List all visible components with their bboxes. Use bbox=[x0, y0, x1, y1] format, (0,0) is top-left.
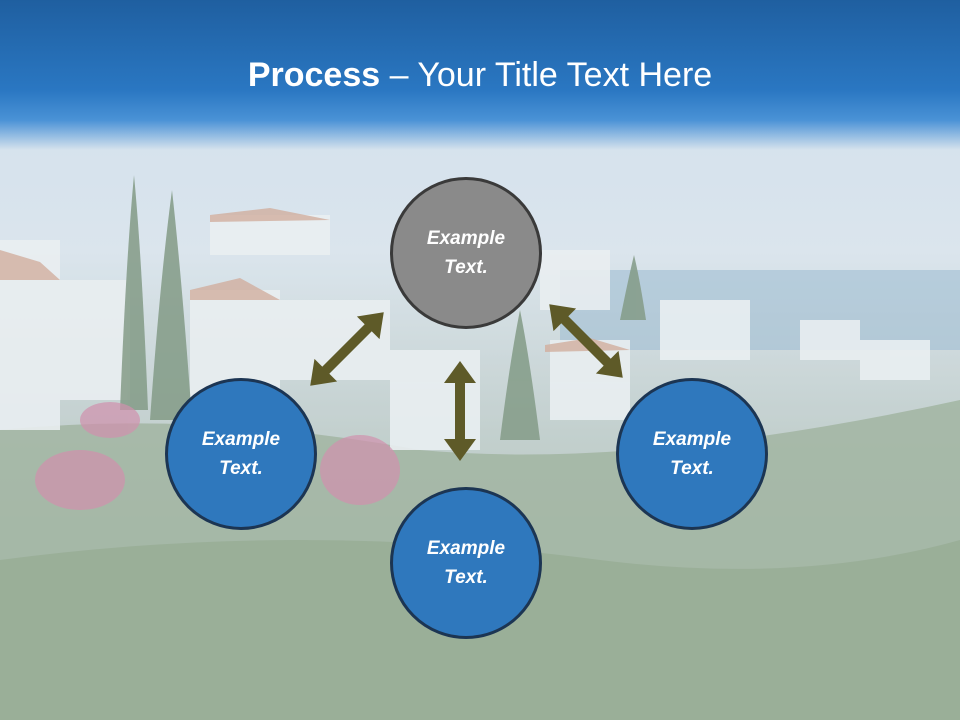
title-band bbox=[0, 0, 960, 150]
title-rest: – Your Title Text Here bbox=[380, 56, 713, 94]
node-left-label: Example Text. bbox=[201, 429, 281, 479]
node-bottom-label: Example Text. bbox=[426, 538, 506, 588]
process-node-top[interactable]: Example Text. bbox=[390, 177, 542, 329]
slide-title: Process – Your Title Text Here bbox=[0, 52, 960, 98]
arrow-top-left bbox=[310, 312, 384, 386]
process-node-right[interactable]: Example Text. bbox=[616, 378, 768, 530]
process-node-bottom[interactable]: Example Text. bbox=[390, 487, 542, 639]
node-right-label: Example Text. bbox=[652, 429, 732, 479]
arrow-top-bottom bbox=[444, 361, 476, 461]
node-top-label: Example Text. bbox=[426, 228, 506, 278]
arrow-top-right bbox=[549, 304, 623, 378]
process-node-left[interactable]: Example Text. bbox=[165, 378, 317, 530]
title-bold: Process bbox=[247, 56, 381, 94]
